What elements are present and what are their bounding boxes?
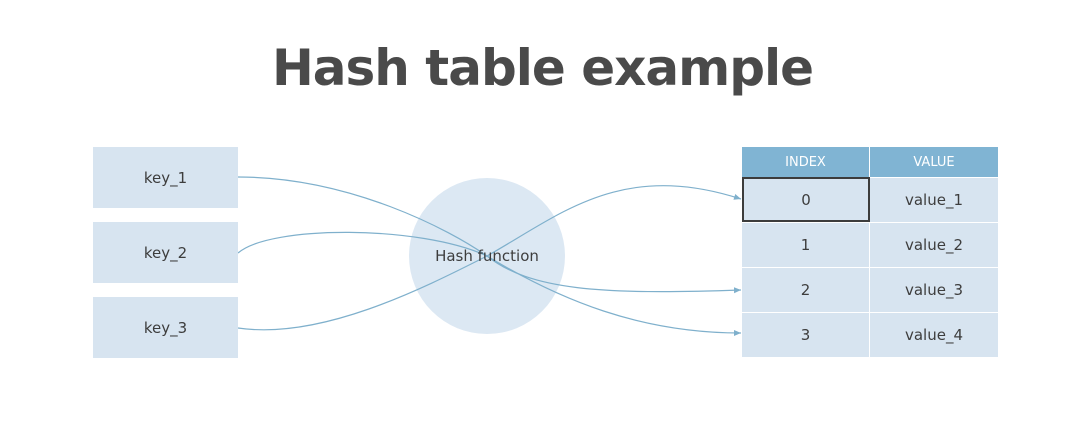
key-label: key_3 — [143, 318, 188, 337]
index-cell: 2 — [742, 267, 870, 312]
mapping-arrow-key3-to-index0 — [237, 185, 742, 331]
table-header-row: INDEX VALUE — [742, 147, 998, 177]
table-row: 1 value_2 — [742, 222, 998, 267]
table-row: 0 value_1 — [742, 177, 998, 222]
value-cell: value_4 — [870, 312, 998, 357]
hash-table: INDEX VALUE 0 value_1 1 value_2 2 value_… — [742, 147, 998, 357]
index-cell: 1 — [742, 222, 870, 267]
value-cell: value_1 — [870, 177, 998, 222]
key-box-3: key_3 — [93, 297, 238, 358]
index-cell-highlighted: 0 — [742, 177, 870, 222]
value-cell: value_3 — [870, 267, 998, 312]
table-row: 2 value_3 — [742, 267, 998, 312]
value-cell: value_2 — [870, 222, 998, 267]
diagram-title: Hash table example — [271, 39, 814, 97]
column-header-value: VALUE — [870, 147, 998, 177]
key-box-2: key_2 — [93, 222, 238, 283]
table-row: 3 value_4 — [742, 312, 998, 357]
index-cell: 3 — [742, 312, 870, 357]
key-label: key_1 — [143, 168, 188, 187]
column-header-index: INDEX — [742, 147, 870, 177]
hash-function-label: Hash function — [435, 247, 539, 265]
key-label: key_2 — [143, 243, 188, 262]
key-box-1: key_1 — [93, 147, 238, 208]
